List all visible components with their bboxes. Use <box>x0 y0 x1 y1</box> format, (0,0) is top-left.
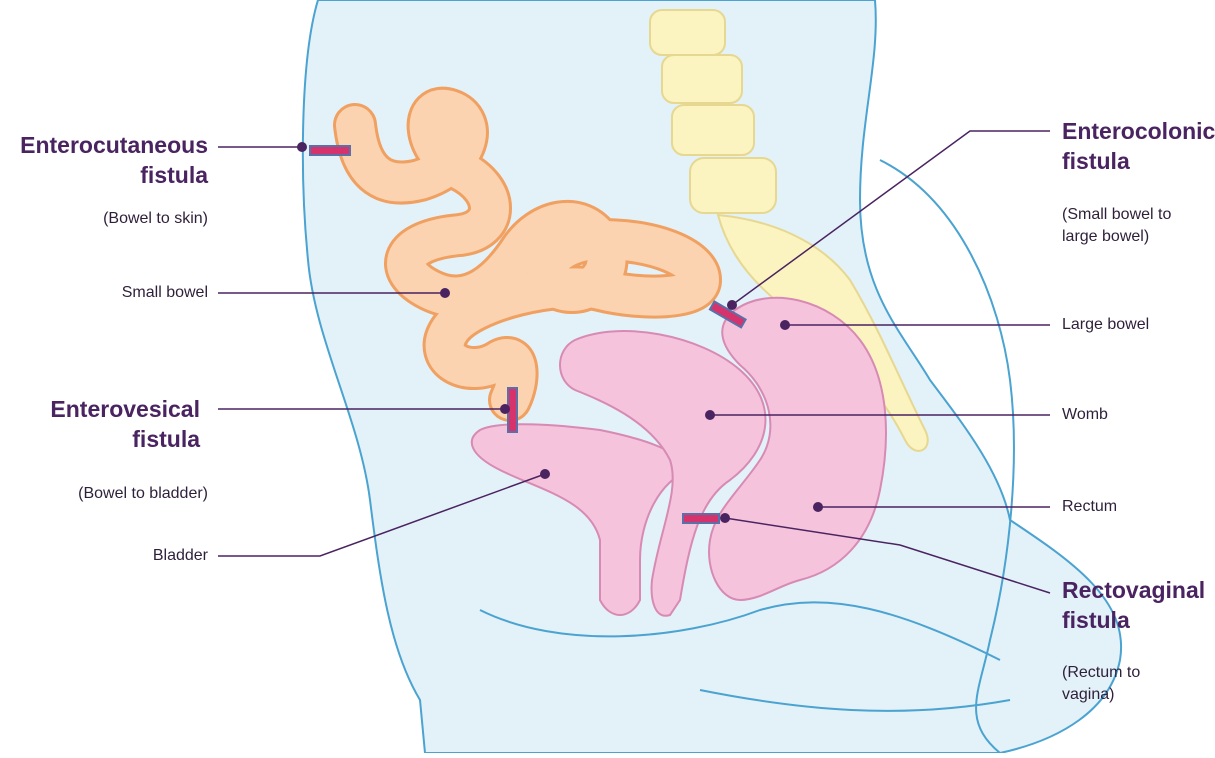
enterocolonic-note-line2: large bowel) <box>1062 226 1212 248</box>
enterocolonic-note-line1: (Small bowel to <box>1062 204 1212 226</box>
enterocutaneous-title: Enterocutaneous fistula <box>10 130 208 190</box>
enterocutaneous-marker <box>310 146 350 155</box>
womb-label: Womb <box>1062 406 1212 424</box>
rectovaginal-title-line2: fistula <box>1062 605 1212 635</box>
rectovaginal-note-line1: (Rectum to <box>1062 662 1212 684</box>
enterocolonic-title: Enterocolonic fistula <box>1062 116 1212 176</box>
rectum-label: Rectum <box>1062 498 1212 516</box>
enterocolonic-note: (Small bowel to large bowel) <box>1062 204 1212 248</box>
bladder-label: Bladder <box>10 547 208 565</box>
small-bowel-label: Small bowel <box>10 284 208 302</box>
rectovaginal-marker <box>683 514 719 523</box>
rectovaginal-note-line2: vagina) <box>1062 684 1212 706</box>
enterovesical-title: Enterovesical fistula <box>10 394 200 454</box>
enterovesical-title-line1: Enterovesical <box>10 394 200 424</box>
enterocolonic-title-line1: Enterocolonic <box>1062 116 1212 146</box>
enterocutaneous-title-line1: Enterocutaneous <box>10 130 208 160</box>
rectovaginal-title: Rectovaginal fistula <box>1062 575 1212 635</box>
rectovaginal-note: (Rectum to vagina) <box>1062 662 1212 706</box>
enterocutaneous-note: (Bowel to skin) <box>10 208 208 230</box>
enterovesical-note: (Bowel to bladder) <box>10 483 208 505</box>
enterovesical-title-line2: fistula <box>10 424 200 454</box>
large-bowel-label: Large bowel <box>1062 316 1212 334</box>
enterocutaneous-title-line2: fistula <box>10 160 208 190</box>
rectovaginal-title-line1: Rectovaginal <box>1062 575 1212 605</box>
enterocolonic-title-line2: fistula <box>1062 146 1212 176</box>
